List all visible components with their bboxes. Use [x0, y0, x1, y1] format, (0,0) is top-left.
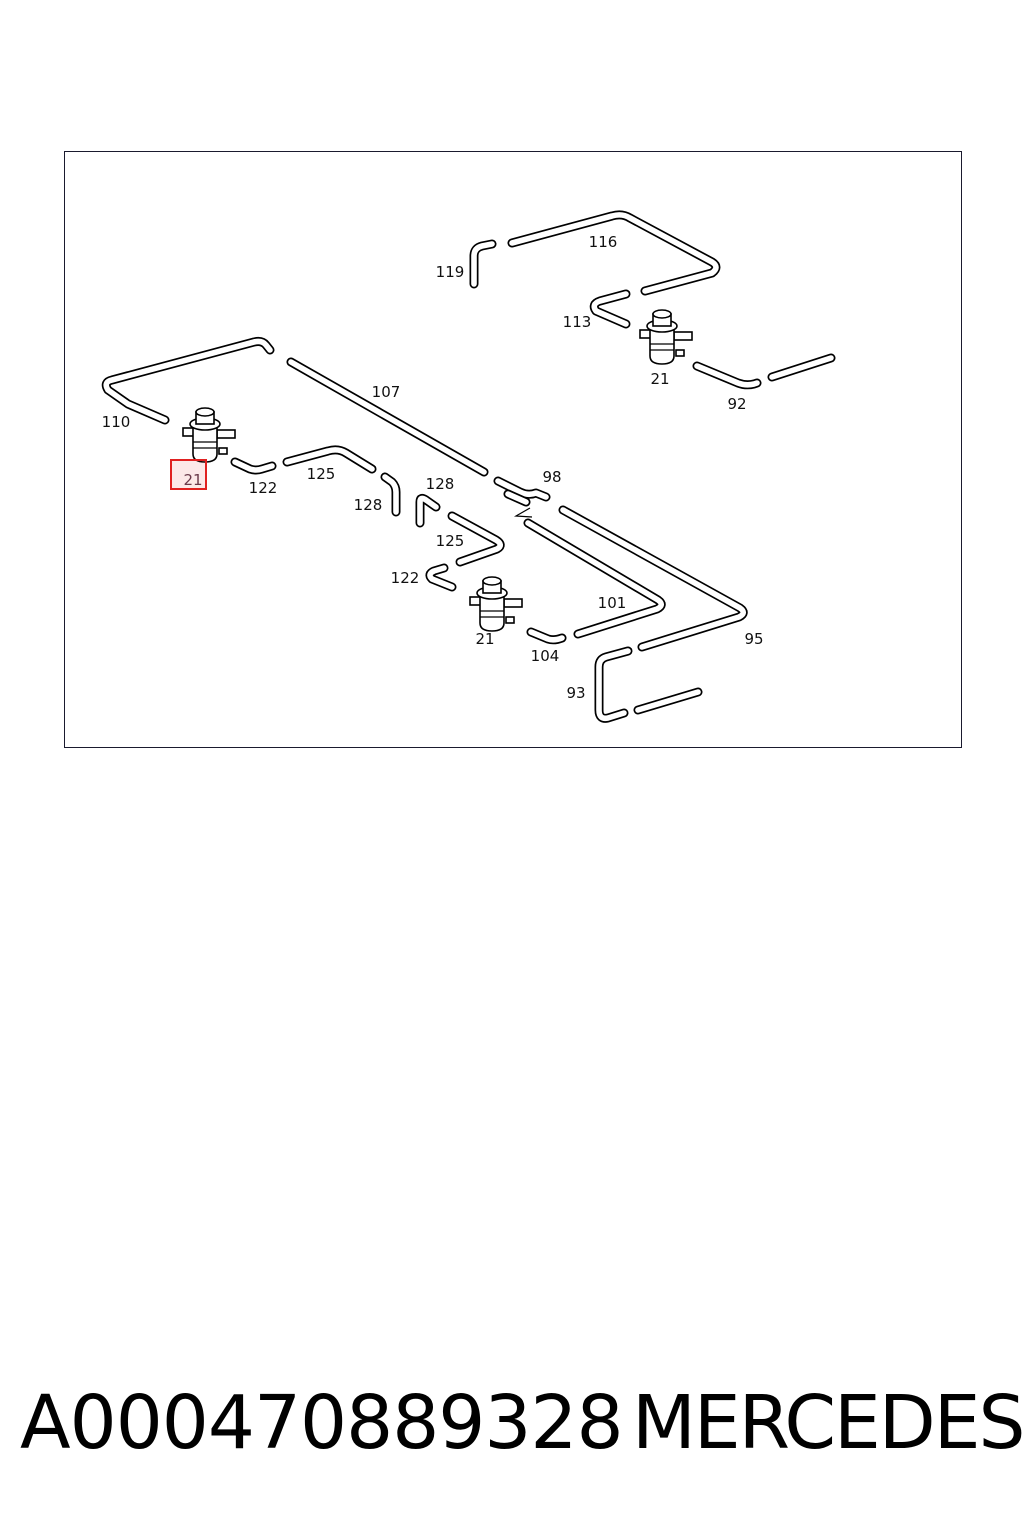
hose-122a — [230, 457, 277, 475]
hose-125b — [447, 511, 505, 567]
hose-119 — [469, 239, 497, 289]
callout-101: 101 — [598, 594, 627, 612]
hose-93-tail — [633, 687, 703, 715]
hose-122b — [425, 563, 457, 592]
hose-98 — [493, 476, 551, 502]
valve-top-right — [639, 309, 693, 365]
hose-92-tail — [767, 353, 836, 382]
brand-name: MERCEDES — [632, 1380, 1024, 1466]
hose-98b — [503, 489, 531, 507]
diagram-frame — [64, 151, 962, 748]
callout-92: 92 — [727, 395, 746, 413]
hose-110 — [101, 336, 275, 425]
part-number: A000470889328 — [20, 1380, 624, 1466]
hose-104 — [526, 627, 567, 645]
hose-95 — [558, 505, 748, 652]
hose-101 — [523, 518, 666, 639]
hose-128a — [380, 472, 401, 517]
hose-93 — [594, 646, 633, 723]
callout-98: 98 — [542, 468, 561, 486]
callout-107: 107 — [372, 383, 401, 401]
hose-107 — [286, 357, 489, 477]
highlight-box — [170, 459, 207, 490]
callout-116: 116 — [589, 233, 618, 251]
break-mark — [513, 507, 533, 518]
hose-116 — [507, 210, 721, 296]
valve-bottom — [469, 576, 523, 632]
callout-128: 128 — [426, 475, 455, 493]
footer: A000470889328 MERCEDES — [0, 1378, 1024, 1468]
hose-lines — [101, 210, 836, 723]
callout-122: 122 — [249, 479, 278, 497]
valves — [182, 309, 693, 632]
callout-128: 128 — [354, 496, 383, 514]
valve-left — [182, 407, 236, 463]
callout-125: 125 — [436, 532, 465, 550]
callout-93: 93 — [566, 684, 585, 702]
callout-labels: 119 116 113 21 92 107 110 21 122 125 128 128 98 125 12… — [102, 233, 764, 702]
hose-125a — [282, 445, 377, 474]
callout-119: 119 — [436, 263, 465, 281]
callout-110: 110 — [102, 413, 131, 431]
callout-21: 21 — [183, 471, 202, 489]
parts-diagram: 119 116 113 21 92 107 110 21 122 125 128 128 98 125 12… — [101, 210, 836, 723]
hose-128b — [415, 493, 441, 528]
hose-113 — [589, 289, 631, 329]
callout-21: 21 — [475, 630, 494, 648]
callout-125: 125 — [307, 465, 336, 483]
callout-122: 122 — [391, 569, 420, 587]
callout-21: 21 — [650, 370, 669, 388]
callout-95: 95 — [744, 630, 763, 648]
hose-92 — [692, 361, 762, 390]
callout-113: 113 — [563, 313, 592, 331]
callout-104: 104 — [531, 647, 560, 665]
